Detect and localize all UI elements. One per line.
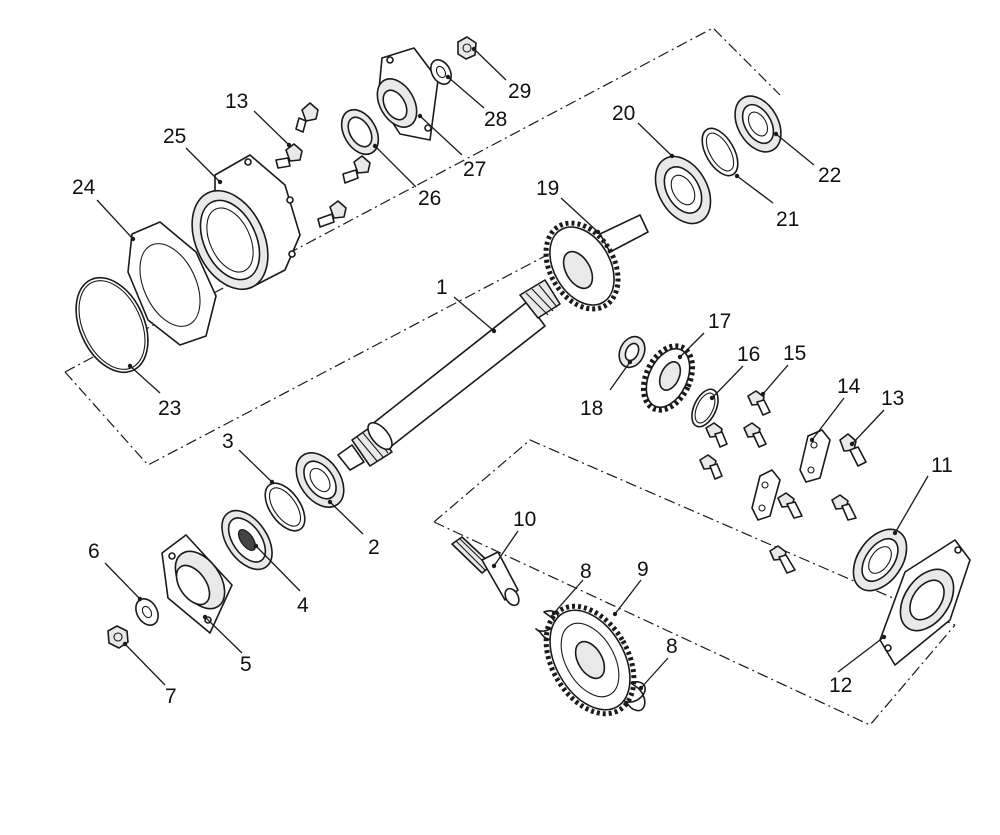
- part-19-bevel-gear: [543, 214, 649, 312]
- part-3-retaining-ring: [264, 482, 306, 532]
- part-26-oil-seal: [340, 108, 380, 156]
- part-2-bearing: [295, 452, 345, 508]
- callout-23: 23: [158, 397, 181, 420]
- part-29-nut: [457, 36, 477, 60]
- callout-7: 7: [165, 685, 177, 708]
- callout-10: 10: [513, 508, 536, 531]
- part-20-bearing: [654, 155, 712, 225]
- callout-4: 4: [297, 594, 309, 617]
- callout-9: 9: [637, 558, 649, 581]
- callout-28: 28: [484, 108, 507, 131]
- lower-assembly-boundary: [433, 439, 956, 726]
- callout-24: 24: [72, 176, 96, 199]
- callout-20: 20: [612, 102, 635, 125]
- callout-25: 25: [163, 125, 186, 148]
- part-14-lock-plates: [751, 429, 831, 521]
- part-4-oil-seal: [221, 509, 273, 571]
- callout-3: 3: [222, 430, 234, 453]
- part-27-flange-housing: [376, 47, 439, 141]
- callout-13-upper: 13: [225, 90, 248, 113]
- part-21-retaining-ring: [701, 127, 739, 177]
- part-17-bevel-pinion: [640, 343, 696, 413]
- callout-5: 5: [240, 653, 252, 676]
- callout-26: 26: [418, 187, 441, 210]
- part-11-bearing: [852, 528, 908, 592]
- callout-8-lower: 8: [666, 635, 678, 658]
- callout-29: 29: [508, 80, 531, 103]
- part-15-small-bolts: [699, 390, 857, 574]
- callout-6: 6: [88, 540, 100, 563]
- part-7-nut: [107, 625, 129, 649]
- callout-16: 16: [737, 343, 760, 366]
- part-6-washer: [135, 598, 159, 626]
- part-5-housing-flange: [161, 534, 233, 634]
- callout-12: 12: [829, 674, 852, 697]
- callout-17: 17: [708, 310, 731, 333]
- part-24-shim: [127, 221, 217, 346]
- callout-2: 2: [368, 536, 380, 559]
- leader-lines: [96, 46, 929, 691]
- part-13-bolts-upper: [275, 102, 371, 228]
- callout-labels: 1 2 3 4 5 6 7 8 8 9 10 11 12 13 13 14 15…: [72, 80, 953, 708]
- callout-11: 11: [931, 454, 953, 477]
- part-22-bearing: [734, 95, 782, 153]
- callout-15: 15: [783, 342, 806, 365]
- part-9-spur-gear: [543, 603, 637, 717]
- part-25-housing: [191, 154, 301, 291]
- part-10-splined-shaft: [451, 536, 520, 607]
- callout-27: 27: [463, 158, 486, 181]
- callout-1: 1: [436, 276, 448, 299]
- part-13-bolt-right: [839, 433, 867, 467]
- part-1-main-shaft: [337, 279, 561, 471]
- callout-21: 21: [776, 208, 799, 231]
- part-18-collar: [618, 335, 646, 369]
- callout-18: 18: [580, 397, 603, 420]
- callout-22: 22: [818, 164, 841, 187]
- callout-14: 14: [837, 375, 861, 398]
- callout-13-right: 13: [881, 387, 904, 410]
- callout-8-upper: 8: [580, 560, 592, 583]
- part-12-case-cover: [879, 539, 971, 666]
- callout-19: 19: [536, 177, 559, 200]
